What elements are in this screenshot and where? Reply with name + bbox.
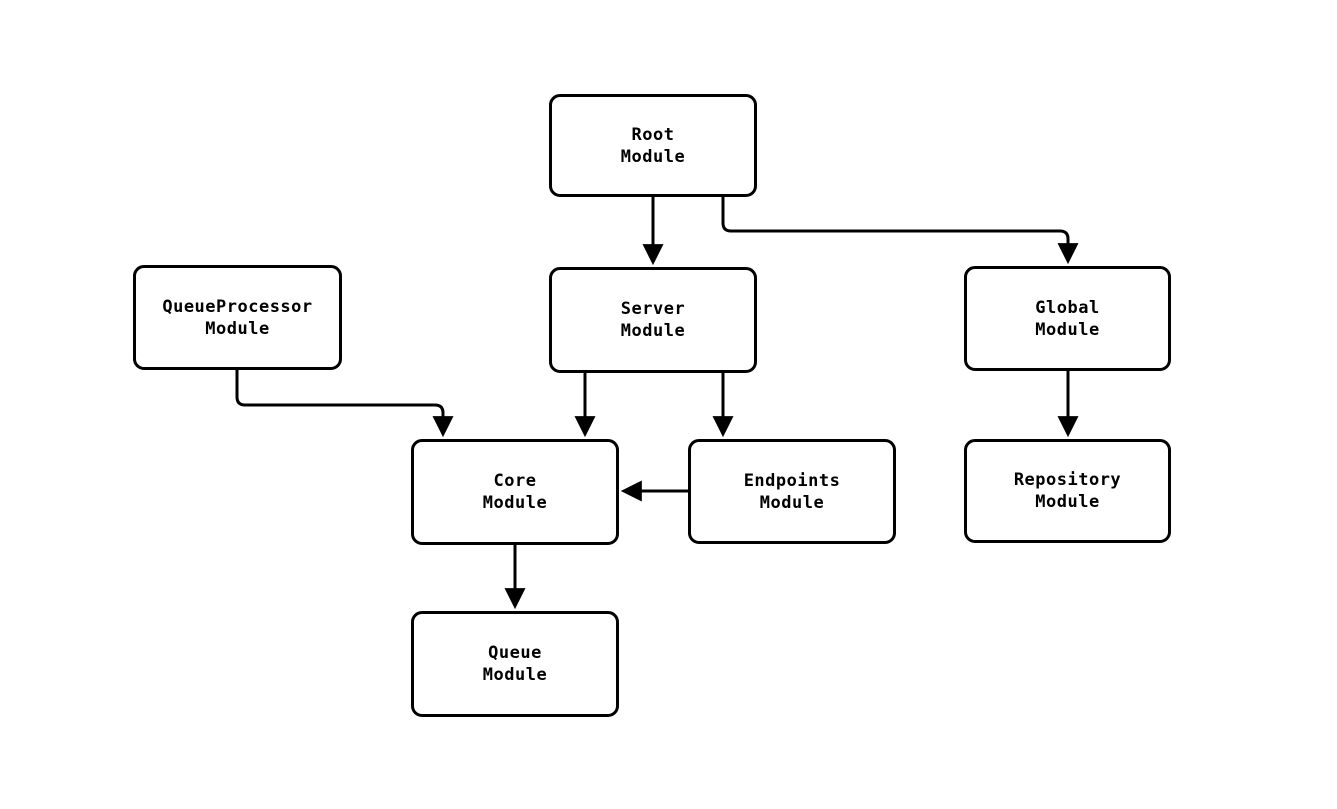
edge-queueprocessor-to-core xyxy=(235,370,454,438)
node-repository-module[interactable]: Repository Module xyxy=(964,439,1171,543)
node-server-module[interactable]: Server Module xyxy=(549,267,757,373)
node-root-module[interactable]: Root Module xyxy=(549,94,757,197)
node-endpoints-module[interactable]: Endpoints Module xyxy=(688,439,896,544)
node-queue-module[interactable]: Queue Module xyxy=(411,611,619,717)
node-global-module[interactable]: Global Module xyxy=(964,266,1171,371)
node-core-module[interactable]: Core Module xyxy=(411,439,619,545)
edge-root-to-global xyxy=(721,197,1079,265)
node-queueprocessor-module[interactable]: QueueProcessor Module xyxy=(133,265,342,370)
